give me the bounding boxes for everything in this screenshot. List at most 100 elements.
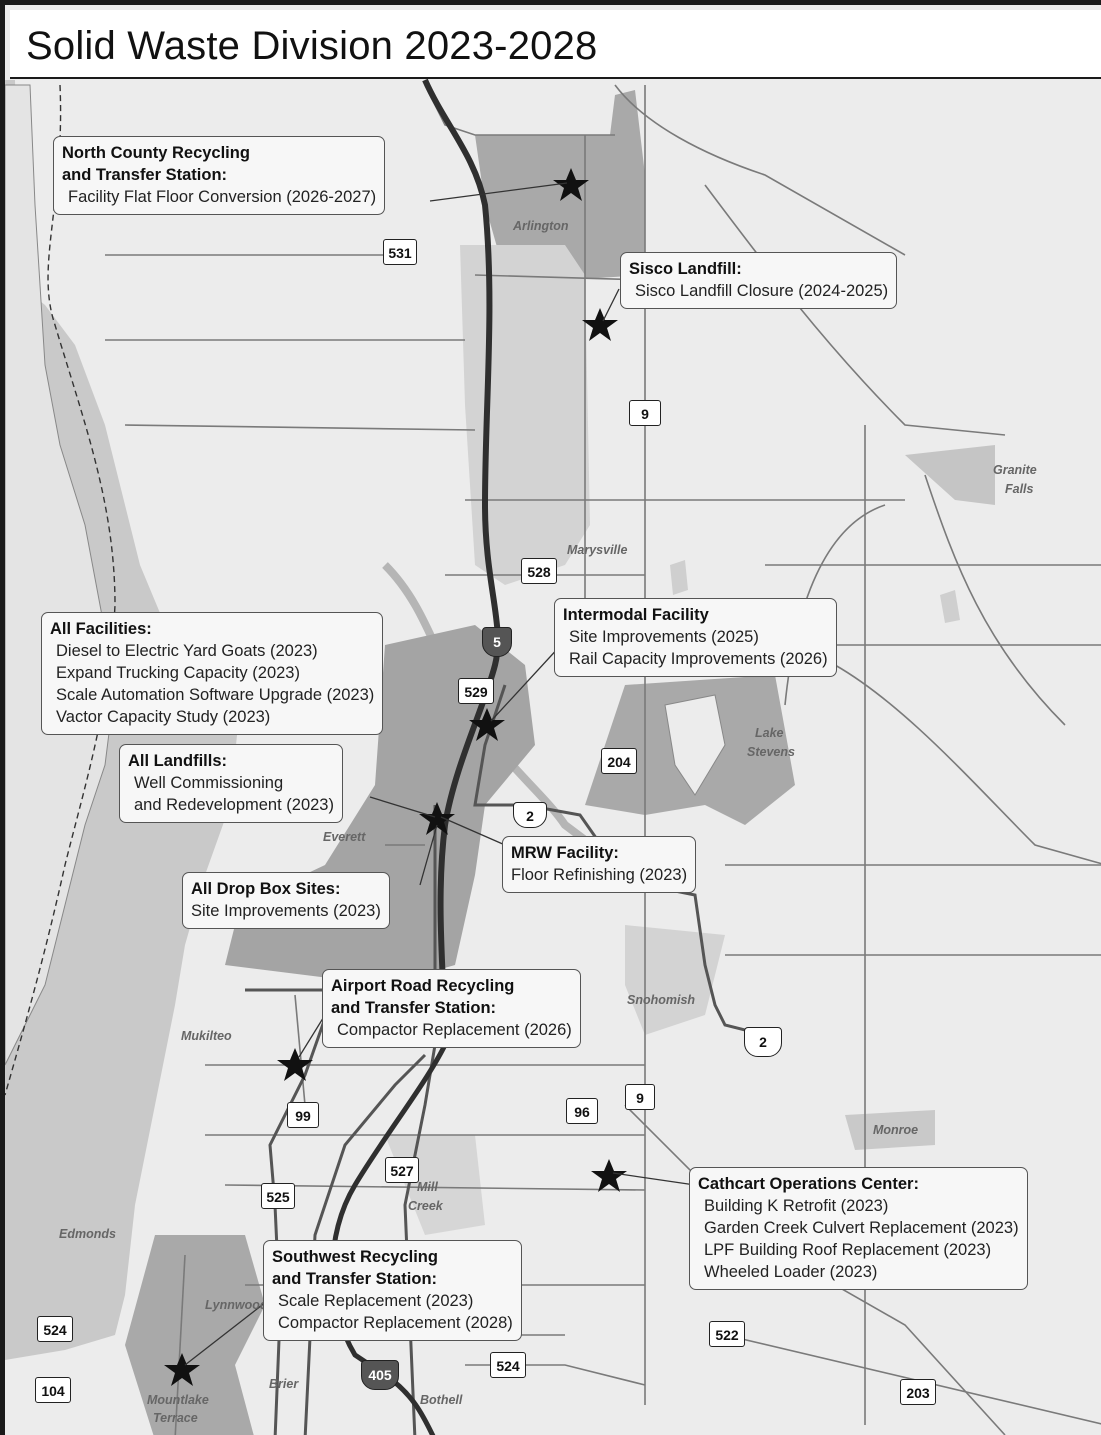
route-shield-96: 96 (566, 1098, 598, 1124)
callout-heading: and Transfer Station: (331, 999, 497, 1017)
route-shield-9: 9 (629, 400, 661, 426)
route-shield-9: 9 (625, 1084, 655, 1110)
route-shield-525: 525 (261, 1183, 295, 1209)
route-shield-524: 524 (37, 1316, 73, 1342)
callout-item: Site Improvements (2023) (191, 902, 381, 920)
place-label-marysville: Marysville (567, 543, 628, 557)
callout-heading: and Transfer Station: (272, 1270, 438, 1288)
callout-item: Compactor Replacement (2026) (337, 1021, 572, 1039)
marysville-urban (460, 245, 590, 585)
place-label-creek: Creek (408, 1199, 443, 1213)
place-label-edmonds: Edmonds (59, 1227, 116, 1241)
place-label-granite: Granite (993, 463, 1037, 477)
place-label-stevens: Stevens (747, 745, 795, 759)
callout-item: Site Improvements (2025) (569, 628, 759, 646)
facility-markers (164, 168, 627, 1386)
callout-item: Expand Trucking Capacity (2023) (56, 664, 300, 682)
lynnwood-urban (125, 1235, 265, 1435)
map-title: Solid Waste Division 2023-2028 (26, 24, 598, 68)
callout-item: Garden Creek Culvert Replacement (2023) (704, 1219, 1019, 1237)
callout-heading: and Transfer Station: (62, 166, 228, 184)
callout-heading: Cathcart Operations Center: (698, 1175, 919, 1193)
place-label-everett: Everett (323, 830, 366, 844)
route-shield-528: 528 (521, 558, 557, 584)
callout-item: Compactor Replacement (2028) (278, 1314, 513, 1332)
callout-sisco: Sisco Landfill: Sisco Landfill Closure (… (620, 252, 898, 309)
us-shield-2: 2 (513, 802, 547, 828)
callout-drop-box: All Drop Box Sites: Site Improvements (2… (182, 872, 390, 929)
callout-heading: All Facilities: (50, 620, 152, 638)
place-label-lake: Lake (755, 726, 784, 740)
callout-item: Scale Automation Software Upgrade (2023) (56, 686, 375, 704)
place-label-falls: Falls (1005, 482, 1034, 496)
callout-heading: Sisco Landfill: (629, 260, 742, 278)
route-shield-524: 524 (490, 1352, 526, 1378)
star-icon (469, 708, 505, 741)
callout-heading: All Landfills: (128, 752, 227, 770)
leader-lines (184, 182, 696, 1366)
interstate-shield-5: 5 (482, 627, 512, 657)
callout-all-facilities: All Facilities: Diesel to Electric Yard … (41, 612, 384, 735)
star-icon (582, 308, 618, 341)
lake-small (670, 560, 688, 595)
route-shield-203: 203 (900, 1379, 936, 1405)
lake-small (940, 590, 960, 623)
callout-item: Scale Replacement (2023) (278, 1292, 474, 1310)
callout-item: Vactor Capacity Study (2023) (56, 708, 271, 726)
callout-item: Rail Capacity Improvements (2026) (569, 650, 828, 668)
route-shield-531: 531 (383, 239, 417, 265)
star-icon (591, 1159, 627, 1192)
callout-item: and Redevelopment (2023) (134, 796, 334, 814)
granite-falls-urban (905, 445, 995, 505)
us-shield-2: 2 (744, 1027, 782, 1057)
callout-all-landfills: All Landfills: Well Commissioning and Re… (119, 744, 343, 823)
callout-item: Floor Refinishing (2023) (511, 866, 688, 884)
interstate-5 (422, 78, 501, 1046)
callout-item: Building K Retrofit (2023) (704, 1197, 889, 1215)
star-icon (419, 802, 455, 835)
route-shield-204: 204 (601, 748, 637, 774)
callout-item: Sisco Landfill Closure (2024-2025) (635, 282, 889, 300)
place-label-terrace: Terrace (153, 1411, 198, 1425)
callout-item: Well Commissioning (134, 774, 284, 792)
callout-cathcart: Cathcart Operations Center: Building K R… (689, 1167, 1028, 1290)
place-label-monroe: Monroe (873, 1123, 919, 1137)
callout-airport-road: Airport Road Recycling and Transfer Stat… (322, 969, 581, 1048)
place-label-snohomish: Snohomish (627, 993, 696, 1007)
callout-heading: Airport Road Recycling (331, 977, 515, 995)
callout-heading: MRW Facility: (511, 844, 619, 862)
place-label-mountlake: Mountlake (147, 1393, 209, 1407)
callout-heading: Southwest Recycling (272, 1248, 438, 1266)
place-label-mukilteo: Mukilteo (181, 1029, 232, 1043)
callout-southwest: Southwest Recycling and Transfer Station… (263, 1240, 522, 1341)
callout-item: Facility Flat Floor Conversion (2026-202… (68, 188, 377, 206)
callout-item: Diesel to Electric Yard Goats (2023) (56, 642, 318, 660)
place-label-mill: Mill (417, 1180, 438, 1194)
callout-intermodal: Intermodal Facility Site Improvements (2… (554, 598, 837, 677)
callout-heading: All Drop Box Sites: (191, 880, 341, 898)
callout-item: Wheeled Loader (2023) (704, 1263, 878, 1281)
callout-heading: Intermodal Facility (563, 606, 709, 624)
star-icon (277, 1048, 313, 1081)
route-shield-529: 529 (458, 678, 494, 704)
callout-mrw: MRW Facility: Floor Refinishing (2023) (502, 836, 697, 893)
place-label-brier: Brier (269, 1377, 299, 1391)
callout-north-county: North County Recycling and Transfer Stat… (53, 136, 386, 215)
lake-stevens-lake (664, 694, 726, 796)
title-bar: Solid Waste Division 2023-2028 (10, 10, 1101, 79)
interstate-shield-405: 405 (361, 1360, 399, 1390)
place-label-arlington: Arlington (513, 219, 569, 233)
snohomish-urban (625, 925, 725, 1035)
route-shield-99: 99 (287, 1102, 319, 1128)
route-shield-104: 104 (35, 1377, 71, 1403)
place-label-bothell: Bothell (420, 1393, 463, 1407)
monroe-urban (845, 1110, 935, 1150)
star-icon (553, 168, 589, 201)
callout-heading: North County Recycling (62, 144, 250, 162)
route-shield-527: 527 (385, 1157, 419, 1183)
route-shield-522: 522 (709, 1321, 745, 1347)
star-icon (164, 1353, 200, 1386)
callout-item: LPF Building Roof Replacement (2023) (704, 1241, 992, 1259)
place-label-lynnwood: Lynnwood (205, 1298, 268, 1312)
